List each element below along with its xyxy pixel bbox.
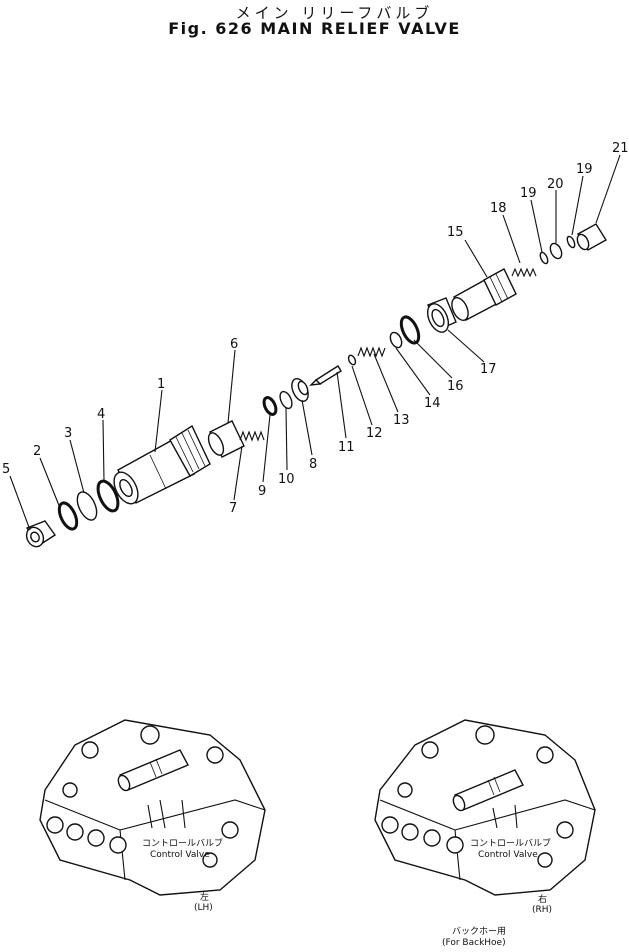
backhoe-note-jp: バックホー用 <box>452 926 506 937</box>
callout-6: 6 <box>230 337 238 352</box>
rh-control-valve-en: Control Valve <box>478 850 538 860</box>
callout-9: 9 <box>258 484 266 499</box>
callout-16: 16 <box>447 379 464 394</box>
part-10-ring <box>279 390 293 410</box>
rh-control-valve-jp: コントロールバルブ <box>470 837 551 849</box>
callout-7: 7 <box>229 501 237 516</box>
part-8-seat <box>291 378 309 402</box>
part-20-nut <box>549 242 563 260</box>
callout-20: 20 <box>547 177 564 192</box>
callout-11: 11 <box>338 440 355 455</box>
callout-5: 5 <box>2 462 10 477</box>
callout-21: 21 <box>612 141 629 156</box>
callout-18: 18 <box>490 201 507 216</box>
lh-control-valve-jp: コントロールバルブ <box>142 837 223 849</box>
part-2-ring <box>57 501 79 531</box>
lh-control-valve-en: Control Valve <box>150 850 210 860</box>
backhoe-note-en: (For BackHoe) <box>442 938 506 948</box>
part-4-ring <box>96 479 120 513</box>
part-21-cap <box>576 223 607 251</box>
part-19b-washer <box>566 235 576 249</box>
callout-17: 17 <box>480 362 497 377</box>
callout-13: 13 <box>393 413 410 428</box>
lh-side-jp: 左 <box>200 891 209 903</box>
callout-19a: 19 <box>520 186 537 201</box>
callout-14: 14 <box>424 396 441 411</box>
part-13-spring <box>357 346 386 358</box>
figure-title: Fig. 626 MAIN RELIEF VALVE <box>168 19 461 38</box>
part-12-ring <box>347 354 357 366</box>
callout-4: 4 <box>97 407 105 422</box>
callout-8: 8 <box>309 457 317 472</box>
rh-side-jp: 右 <box>538 893 547 905</box>
callout-1: 1 <box>157 377 165 392</box>
leader-lines <box>9 154 621 531</box>
rh-side-en: (RH) <box>532 905 552 915</box>
callout-3: 3 <box>64 426 72 441</box>
part-18-screw <box>511 267 537 278</box>
part-9-ring <box>262 396 278 416</box>
part-14-washer <box>389 331 403 349</box>
callout-19b: 19 <box>576 162 593 177</box>
part-1-valve-body <box>113 424 211 505</box>
title-japanese: メイン リリーフバルブ <box>235 4 434 22</box>
part-7-spring <box>239 430 265 442</box>
part-3-ring <box>76 491 98 521</box>
callout-10: 10 <box>278 472 295 487</box>
lh-side-en: (LH) <box>194 903 213 913</box>
callout-labels: 1 2 3 4 5 6 7 8 9 10 11 12 13 14 15 16 1… <box>2 141 629 516</box>
callout-15: 15 <box>447 225 464 240</box>
inset-control-valve-rh <box>374 719 596 896</box>
part-15-adjuster <box>451 268 517 321</box>
part-11-pin <box>309 365 342 386</box>
part-17-nut <box>426 297 457 333</box>
part-5-plug <box>25 520 56 548</box>
callout-2: 2 <box>33 444 41 459</box>
inset-control-valve-lh <box>39 719 266 896</box>
part-6-sleeve <box>207 420 245 458</box>
part-19-washer <box>539 251 549 265</box>
callout-12: 12 <box>366 426 383 441</box>
